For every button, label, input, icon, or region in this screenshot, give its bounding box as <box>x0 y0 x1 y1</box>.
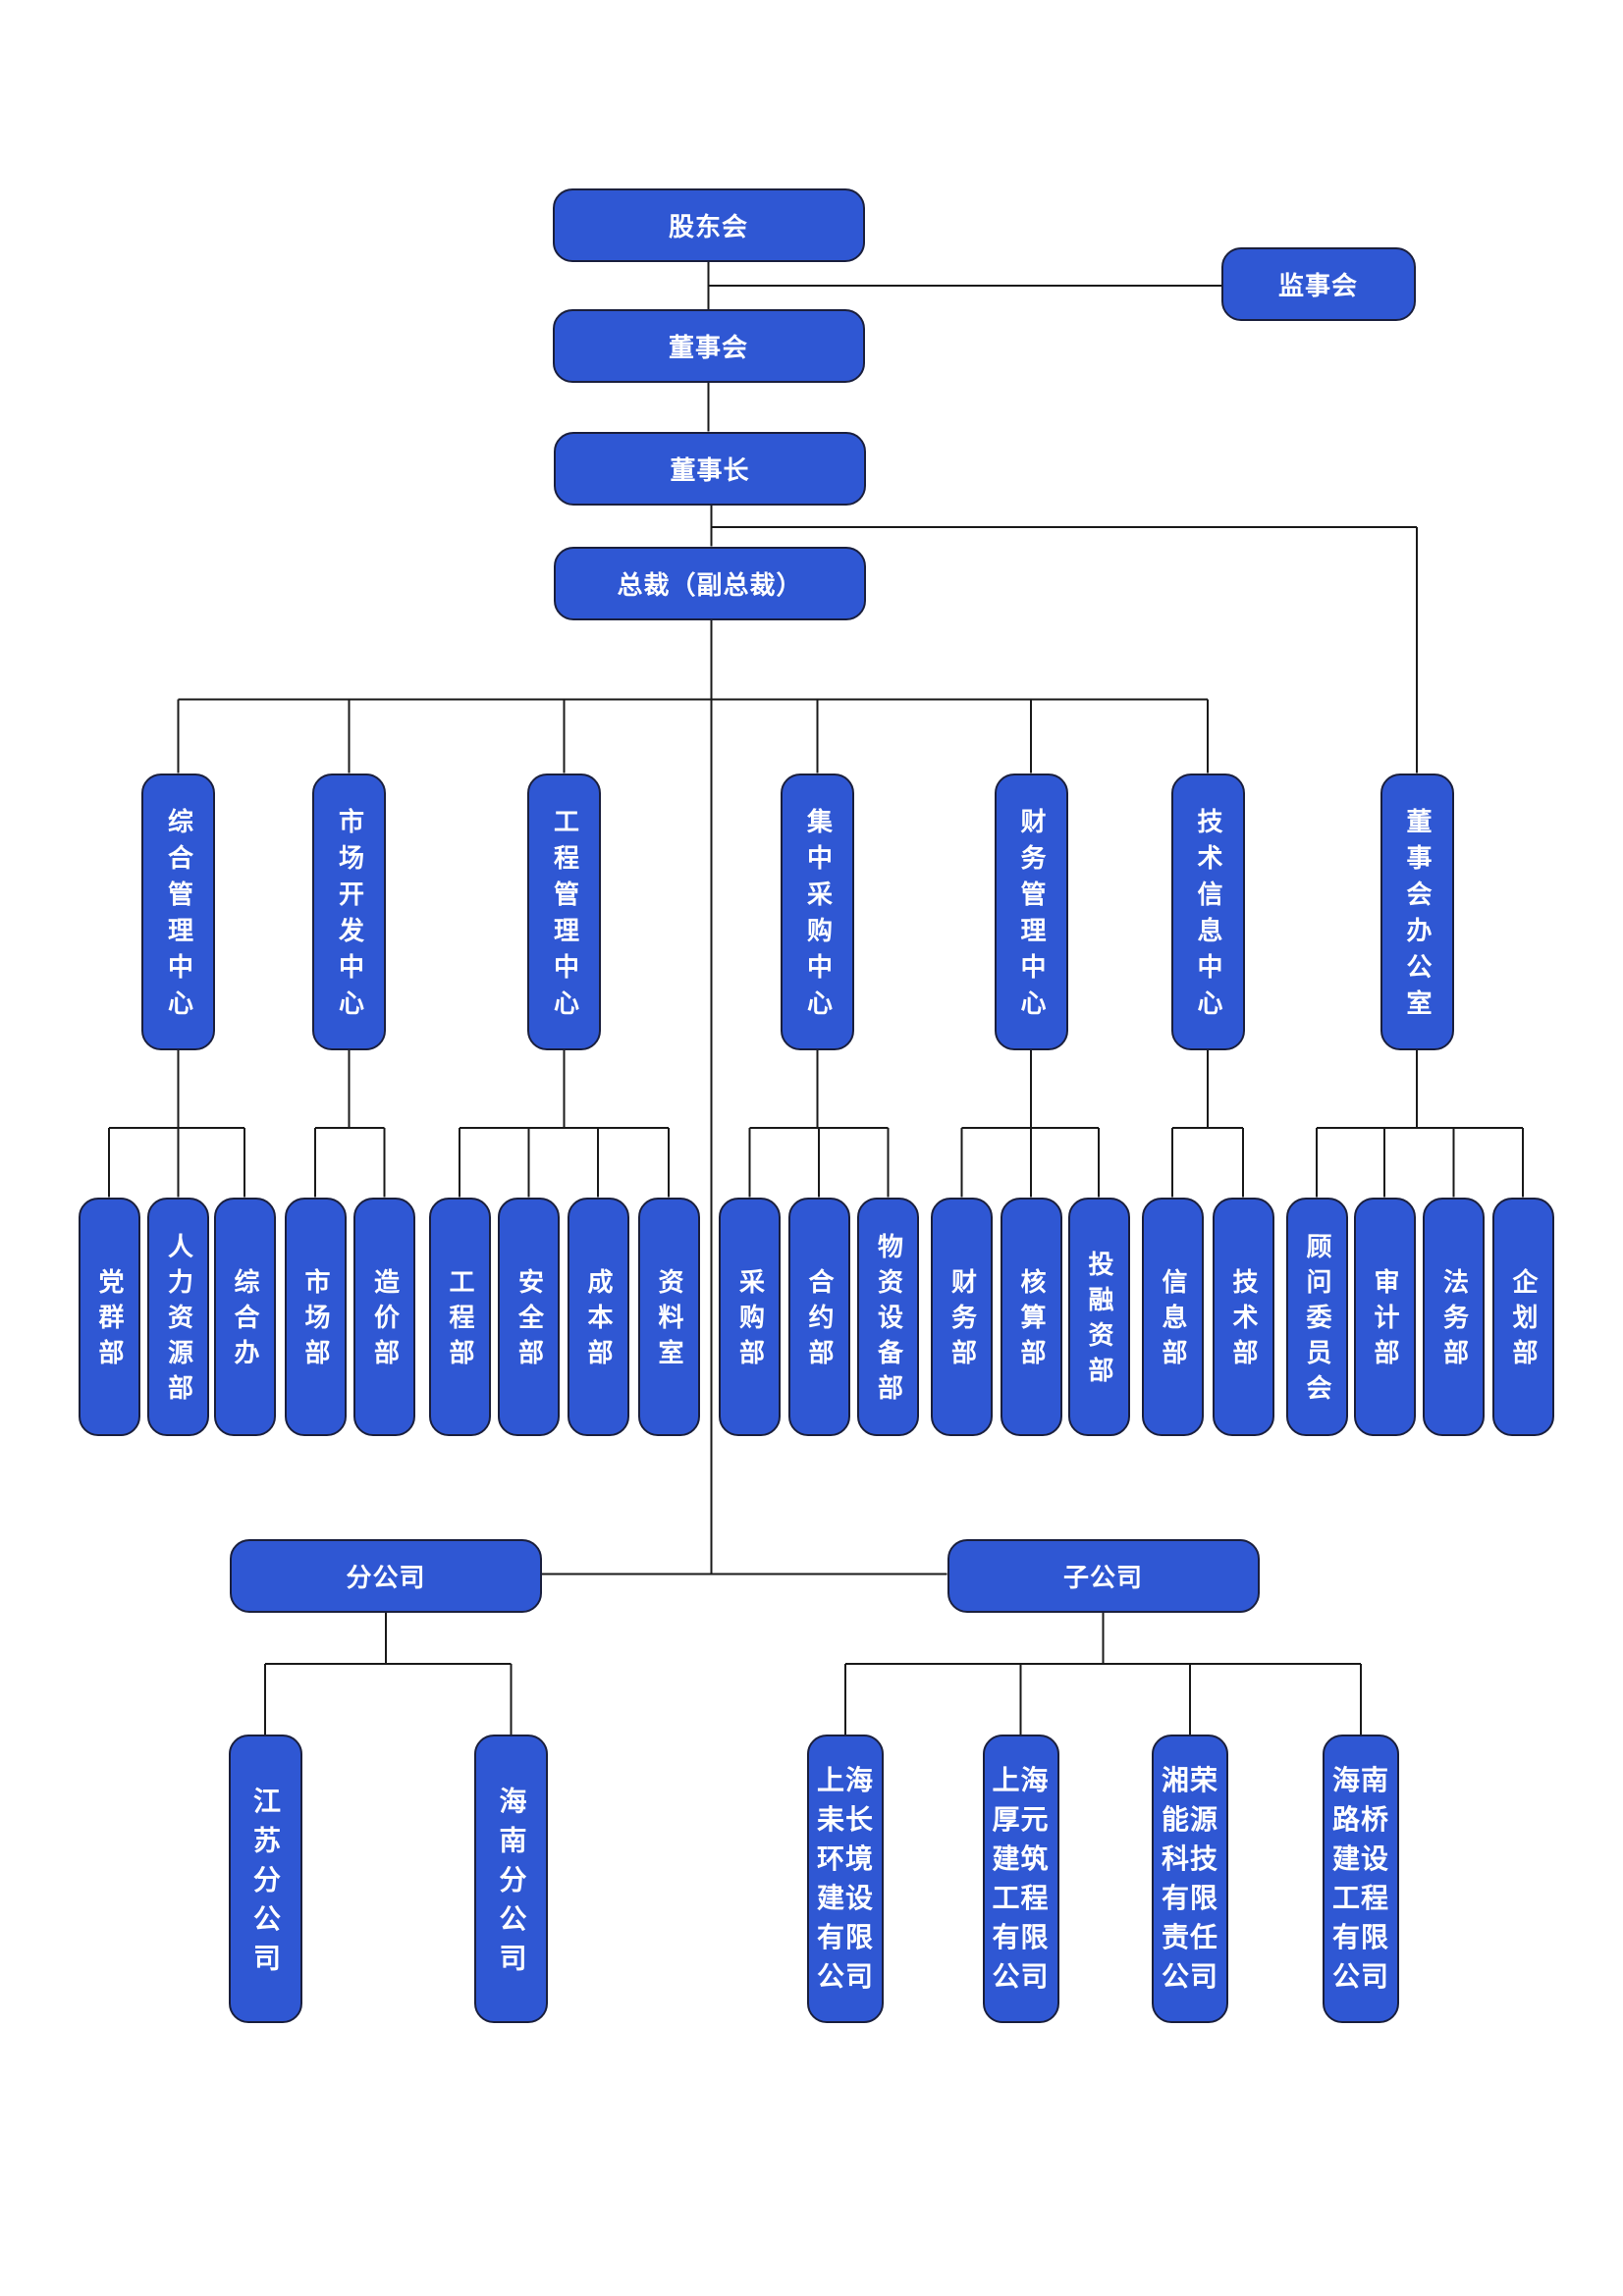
dept-audit[interactable]: 审计部 <box>1353 1197 1416 1436</box>
subsidiaries-box[interactable]: 子公司 <box>947 1538 1260 1613</box>
branch-hainan[interactable]: 海南分公司 <box>474 1735 548 2023</box>
dept-investment-financing[interactable]: 投融资部 <box>1067 1197 1130 1436</box>
dept-technology[interactable]: 技术部 <box>1212 1197 1274 1436</box>
center-technology-information[interactable]: 技术信息中心 <box>1170 773 1245 1050</box>
center-finance-management[interactable]: 财务管理中心 <box>994 773 1068 1050</box>
dept-party-affairs[interactable]: 党群部 <box>78 1197 140 1436</box>
dept-contracts[interactable]: 合约部 <box>787 1197 850 1436</box>
dept-materials-equipment[interactable]: 物资设备部 <box>857 1197 919 1436</box>
dept-records-room[interactable]: 资料室 <box>637 1197 700 1436</box>
subsidiary-shanghai-laichang[interactable]: 上海 耒长 环境 建设 有限 公司 <box>807 1735 884 2023</box>
dept-general-office[interactable]: 综合办 <box>213 1197 276 1436</box>
dept-advisory-committee[interactable]: 顾问委员会 <box>1285 1197 1348 1436</box>
dept-cost[interactable]: 成本部 <box>567 1197 629 1436</box>
center-central-procurement[interactable]: 集中采购中心 <box>781 773 854 1050</box>
subsidiary-xiangrong-energy[interactable]: 湘荣 能源 科技 有限 责任 公司 <box>1152 1735 1228 2023</box>
dept-human-resources[interactable]: 人力资源部 <box>147 1197 209 1436</box>
dept-planning[interactable]: 企划部 <box>1491 1197 1554 1436</box>
dept-engineering[interactable]: 工程部 <box>428 1197 491 1436</box>
dept-information[interactable]: 信息部 <box>1141 1197 1204 1436</box>
branch-jiangsu[interactable]: 江苏分公司 <box>228 1735 302 2023</box>
dept-costing[interactable]: 造价部 <box>353 1197 415 1436</box>
board-office-box[interactable]: 董事会办公室 <box>1380 773 1454 1050</box>
branch-companies-box[interactable]: 分公司 <box>230 1538 542 1613</box>
supervisory-board-box[interactable]: 监事会 <box>1220 247 1416 321</box>
board-of-directors-box[interactable]: 董事会 <box>552 309 865 383</box>
shareholders-meeting-box[interactable]: 股东会 <box>552 188 865 262</box>
dept-accounting[interactable]: 核算部 <box>1000 1197 1062 1436</box>
chairman-box[interactable]: 董事长 <box>554 431 866 506</box>
dept-safety[interactable]: 安全部 <box>498 1197 560 1436</box>
dept-purchasing[interactable]: 采购部 <box>719 1197 781 1436</box>
subsidiary-shanghai-houyuan[interactable]: 上海 厚元 建筑 工程 有限 公司 <box>982 1735 1059 2023</box>
dept-legal[interactable]: 法务部 <box>1423 1197 1485 1436</box>
center-market-development[interactable]: 市场开发中心 <box>312 773 386 1050</box>
dept-market[interactable]: 市场部 <box>284 1197 347 1436</box>
dept-finance[interactable]: 财务部 <box>931 1197 993 1436</box>
subsidiary-hainan-luqiao[interactable]: 海南 路桥 建设 工程 有限 公司 <box>1323 1735 1399 2023</box>
center-engineering-management[interactable]: 工程管理中心 <box>527 773 601 1050</box>
president-box[interactable]: 总裁（副总裁） <box>554 546 866 620</box>
center-general-management[interactable]: 综合管理中心 <box>141 773 215 1050</box>
